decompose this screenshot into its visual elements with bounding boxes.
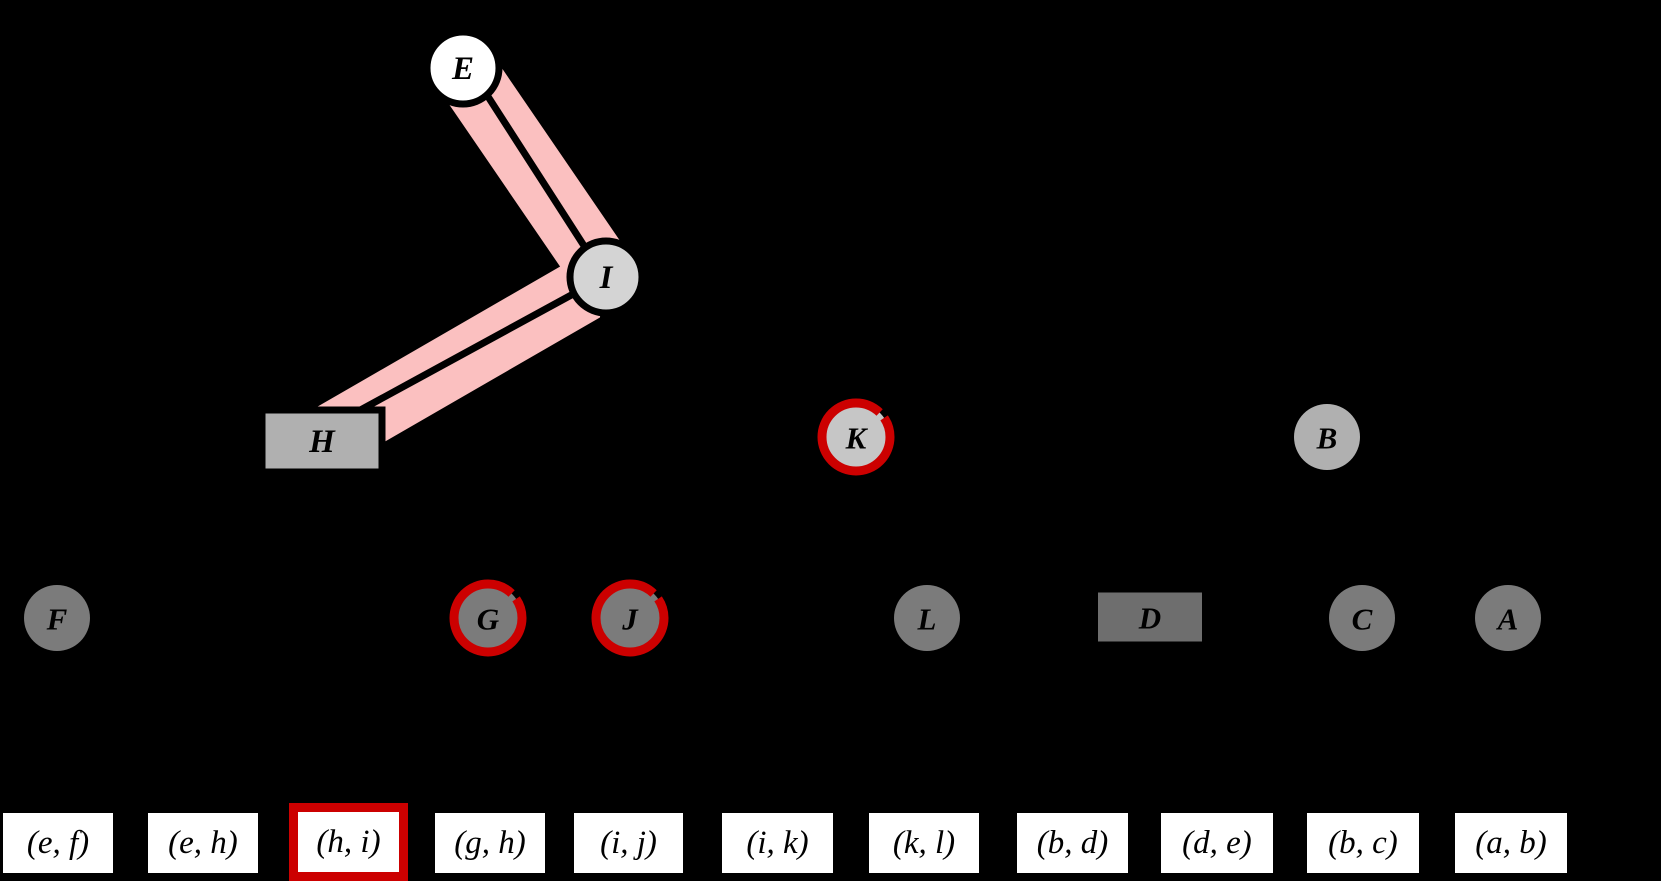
- queue-cell[interactable]: (k, l): [869, 813, 979, 873]
- queue-cell-selected[interactable]: (h, i): [289, 803, 408, 881]
- edge-E-stub-left: [421, 92, 441, 115]
- node-shape-F: [24, 585, 90, 651]
- graph-node-C[interactable]: C: [1329, 585, 1395, 651]
- graph-node-H[interactable]: H: [258, 406, 386, 476]
- queue-cell[interactable]: (i, k): [722, 813, 833, 873]
- graph-node-L[interactable]: L: [894, 585, 960, 651]
- queue-cell[interactable]: (d, e): [1161, 813, 1273, 873]
- edge-I-stub-down: [597, 312, 608, 339]
- edge-E-stub-right: [493, 53, 562, 86]
- node-shape-L: [894, 585, 960, 651]
- queue-cell[interactable]: (e, f): [3, 813, 113, 873]
- node-shape-C: [1329, 585, 1395, 651]
- graph-node-G[interactable]: G: [449, 579, 527, 657]
- node-shape-G: [449, 579, 527, 657]
- graph-node-D[interactable]: D: [1098, 592, 1202, 642]
- node-shape-K: [817, 398, 895, 476]
- queue-cell[interactable]: (b, d): [1017, 813, 1128, 873]
- queue-cell-label: (a, b): [1475, 824, 1547, 861]
- node-shape-J: [591, 579, 669, 657]
- highlight-path-E-I-H: [290, 36, 638, 473]
- graph-node-B[interactable]: B: [1294, 404, 1360, 470]
- queue-cell-label: (g, h): [454, 824, 526, 861]
- graph-node-I[interactable]: I: [566, 237, 646, 317]
- queue-cell[interactable]: (b, c): [1307, 813, 1419, 873]
- node-shape-A: [1475, 585, 1541, 651]
- graph-node-F[interactable]: F: [24, 585, 90, 651]
- node-shape-D: [1098, 592, 1202, 642]
- queue-cell-label: (k, l): [892, 824, 956, 861]
- graph-node-E[interactable]: E: [423, 28, 503, 108]
- edge-E-I: [484, 93, 591, 254]
- queue-cell-label: (b, d): [1036, 824, 1109, 861]
- graph-node-J[interactable]: J: [591, 579, 669, 657]
- highlight-path-layer: [290, 36, 638, 473]
- node-shape-I: [566, 237, 646, 317]
- node-shape-B: [1294, 404, 1360, 470]
- queue-cell-label: (h, i): [316, 823, 381, 860]
- queue-cell-label: (i, k): [746, 824, 809, 861]
- graph-node-A[interactable]: A: [1475, 585, 1541, 651]
- queue-cell[interactable]: (e, h): [148, 813, 258, 873]
- queue-cell-label: (d, e): [1182, 824, 1252, 861]
- edge-I-stub-right: [631, 297, 655, 318]
- queue-cell-label: (e, h): [168, 824, 238, 861]
- queue-cell[interactable]: (i, j): [574, 813, 683, 873]
- edge-I-H: [353, 289, 577, 417]
- queue-cell-label: (i, j): [600, 824, 657, 861]
- queue-pointer-notch: [348, 784, 358, 795]
- node-shape-E: [423, 28, 503, 108]
- graph-node-K[interactable]: K: [817, 398, 895, 476]
- edge-layer: [279, 53, 655, 500]
- queue-cell[interactable]: (g, h): [435, 813, 545, 873]
- queue-cell-label: (e, f): [26, 824, 90, 861]
- queue-cell-label: (b, c): [1328, 824, 1398, 861]
- edge-H-stub-c: [353, 470, 375, 500]
- edge-queue-row: (e, f) (e, h) (h, i) (g, h) (i, j) (i, k) (k, …: [0, 755, 1661, 881]
- node-shape-H: [258, 406, 386, 476]
- edge-H-stub-a: [279, 470, 296, 500]
- queue-cell[interactable]: (a, b): [1455, 813, 1567, 873]
